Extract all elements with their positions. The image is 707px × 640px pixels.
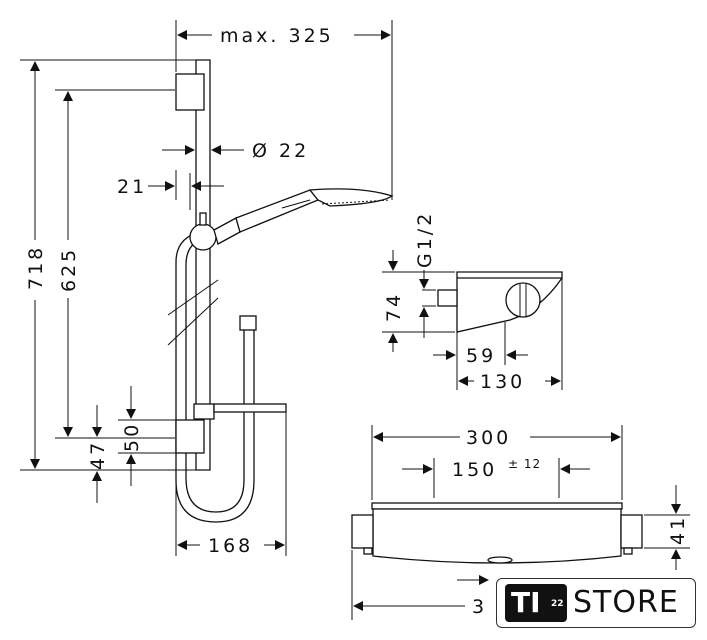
thermostat-body-front — [372, 508, 622, 564]
label-thread: G1/2 — [414, 211, 436, 268]
thermostat-front-view — [351, 425, 690, 620]
logo-mark-text: TI — [511, 586, 541, 619]
top-shelf — [371, 502, 623, 510]
label-thermostat-width: 300 — [466, 427, 511, 449]
rail-dimensions — [20, 20, 393, 556]
logo-mark: TI 22 — [505, 584, 567, 622]
label-total-height: 718 — [25, 245, 47, 290]
outlet — [487, 556, 513, 564]
shelf — [213, 403, 287, 413]
label-inlet-tolerance: ± 12 — [508, 457, 541, 471]
label-rail-height: 625 — [58, 247, 80, 292]
label-thermostat-depth: 130 — [480, 371, 525, 393]
label-max-reach: max. 325 — [220, 25, 334, 47]
label-lower-offset: 47 — [87, 440, 109, 470]
hose-connector — [239, 315, 257, 331]
bottom-wall-bracket — [175, 419, 205, 454]
label-body-height: 41 — [667, 515, 689, 545]
label-bracket-height: 50 — [121, 422, 143, 452]
shower-rail-assembly — [167, 59, 394, 523]
logo-word: STORE — [573, 585, 679, 620]
inlet-stub — [437, 289, 458, 307]
slider-knob — [189, 223, 217, 251]
label-rail-diameter: Ø 22 — [252, 140, 309, 162]
left-inlet — [351, 514, 374, 549]
store-logo: TI 22 STORE — [496, 578, 696, 628]
logo-superscript: 22 — [551, 599, 564, 609]
handle-base — [213, 217, 241, 245]
thermostat-side-view — [382, 250, 563, 390]
label-inlet-spacing: 150 — [452, 459, 497, 481]
shower-hose — [175, 320, 255, 523]
shower-head — [308, 188, 394, 207]
label-bracket-depth: 168 — [208, 535, 253, 557]
right-inlet — [620, 514, 643, 549]
label-thermostat-height: 74 — [383, 292, 405, 322]
label-overall-partial: 3 — [472, 596, 487, 618]
top-wall-bracket — [175, 73, 205, 111]
label-wall-offset: 21 — [117, 176, 147, 198]
control-knob — [505, 282, 541, 318]
handle — [235, 189, 320, 233]
label-thermostat-depth-inner: 59 — [466, 345, 496, 367]
